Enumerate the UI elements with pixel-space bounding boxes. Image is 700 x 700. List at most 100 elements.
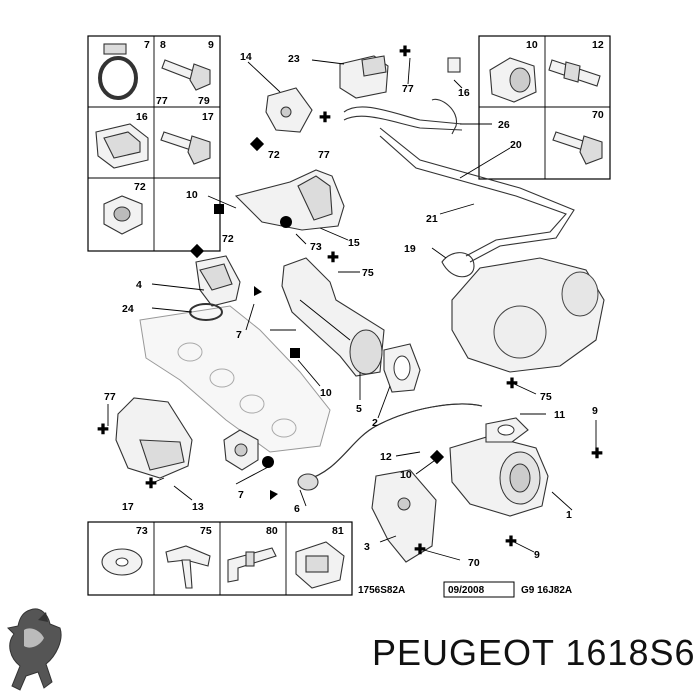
callout-4: 4 <box>136 279 142 291</box>
callout-9-inset: 9 <box>208 39 214 51</box>
callout-9-main: 9 <box>592 405 598 417</box>
part-nut-10 <box>489 57 537 103</box>
callout-80: 80 <box>266 525 278 537</box>
part-bolt-17 <box>160 131 211 165</box>
part-gasket-2 <box>383 343 421 393</box>
callout-79: 79 <box>198 95 210 107</box>
callout-70-inset: 70 <box>592 109 604 121</box>
part-clamp <box>98 43 138 100</box>
callout-10-inset: 10 <box>526 39 538 51</box>
brand-part-number: PEUGEOT 1618S6 <box>372 632 696 673</box>
callout-23: 23 <box>288 53 300 65</box>
callout-77-top: 77 <box>402 83 414 95</box>
svg-text:✚: ✚ <box>399 43 411 59</box>
part-washer-73 <box>101 548 143 576</box>
inset-grid-left <box>87 35 221 252</box>
part-solenoid-23 <box>339 55 389 99</box>
peugeot-lion-logo <box>6 608 62 691</box>
callout-72-top: 72 <box>268 149 280 161</box>
part-clip-80 <box>227 547 277 583</box>
inset-grid-right <box>478 35 611 180</box>
diagram-codes: 1756S82A 09/2008 G9 16J82A <box>358 581 572 598</box>
callout-73-inset: 73 <box>136 525 148 537</box>
part-bolt-8 <box>161 59 211 91</box>
part-bolt-75 <box>165 545 211 589</box>
part-heat-shield-15 <box>234 169 345 231</box>
callout-81: 81 <box>332 525 344 537</box>
callout-75-right: 75 <box>540 391 552 403</box>
callout-73-mid: 73 <box>310 241 322 253</box>
part-turbocharger <box>451 257 605 373</box>
marker-crosses: ✚ ✚ ✚ ✚ ✚ ✚ ✚ ✚ ✚ <box>97 43 603 557</box>
part-egr-cooler-5 <box>281 257 385 377</box>
part-bracket-16 <box>95 123 149 169</box>
callout-7-mid: 7 <box>236 329 242 341</box>
part-stud-12 <box>548 59 601 87</box>
part-nut-72 <box>103 195 143 235</box>
part-gasket-11 <box>485 417 529 443</box>
svg-text:✚: ✚ <box>319 109 331 125</box>
inset-grid-bottom <box>87 521 353 596</box>
callout-75-top: 75 <box>362 267 374 279</box>
code-left: 1756S82A <box>358 585 405 596</box>
callout-5: 5 <box>356 403 362 415</box>
callout-13: 13 <box>192 501 204 513</box>
svg-text:✚: ✚ <box>505 533 517 549</box>
callout-75-inset: 75 <box>200 525 212 537</box>
svg-text:✚: ✚ <box>97 421 109 437</box>
callout-12-inset: 12 <box>592 39 604 51</box>
code-date: 09/2008 <box>448 585 485 596</box>
callout-20: 20 <box>510 139 522 151</box>
marker-arrows <box>254 286 278 500</box>
callout-2: 2 <box>372 417 378 429</box>
callout-77-mid: 77 <box>318 149 330 161</box>
part-egr-valve-1 <box>449 435 549 517</box>
callout-77-left: 77 <box>104 391 116 403</box>
callout-26: 26 <box>498 119 510 131</box>
part-exhaust-manifold <box>139 305 331 453</box>
callout-15: 15 <box>348 237 360 249</box>
callout-10-mid: 10 <box>186 189 198 201</box>
callout-labels: 7 8 9 77 79 16 17 72 10 12 70 73 75 80 8… <box>104 39 604 569</box>
part-bracket-14 <box>265 87 313 133</box>
callout-7-low: 7 <box>238 489 244 501</box>
marker-squares <box>189 136 445 465</box>
callout-10-low: 10 <box>320 387 332 399</box>
callout-7-inset: 7 <box>144 39 150 51</box>
part-connector-81 <box>295 541 345 589</box>
callout-21: 21 <box>426 213 438 225</box>
callout-17-inset: 17 <box>202 111 214 123</box>
callout-17-main: 17 <box>122 501 134 513</box>
vacuum-pipe-20-21 <box>379 127 575 263</box>
callout-3: 3 <box>364 541 370 553</box>
callout-24: 24 <box>122 303 134 315</box>
callout-70-main: 70 <box>468 557 480 569</box>
part-bracket-3 <box>371 469 437 563</box>
callout-72-inset: 72 <box>134 181 146 193</box>
svg-text:✚: ✚ <box>327 249 339 265</box>
callout-1: 1 <box>566 509 572 521</box>
callout-10-bottom: 10 <box>400 469 412 481</box>
vacuum-hose-26 <box>343 106 463 131</box>
svg-text:✚: ✚ <box>145 475 157 491</box>
callout-19: 19 <box>404 243 416 255</box>
part-bolt-70 <box>552 131 603 165</box>
callout-16-main: 16 <box>458 87 470 99</box>
callout-11: 11 <box>554 409 565 421</box>
callout-77-inset: 77 <box>156 95 168 107</box>
part-intake-housing-13 <box>115 397 193 479</box>
callout-72-mid: 72 <box>222 233 234 245</box>
leader-lines <box>107 57 597 561</box>
part-hose-16 <box>431 57 461 135</box>
svg-text:✚: ✚ <box>506 375 518 391</box>
part-sensor-12 <box>223 429 259 471</box>
callout-9-bottom: 9 <box>534 549 540 561</box>
callout-16-inset: 16 <box>136 111 148 123</box>
callout-12-main: 12 <box>380 451 392 463</box>
svg-text:✚: ✚ <box>591 445 603 461</box>
part-flex-hose-4 <box>195 255 241 307</box>
code-right: G9 16J82A <box>521 585 572 596</box>
part-gasket-19 <box>441 252 475 278</box>
part-egr-pipe-6 <box>297 403 483 491</box>
